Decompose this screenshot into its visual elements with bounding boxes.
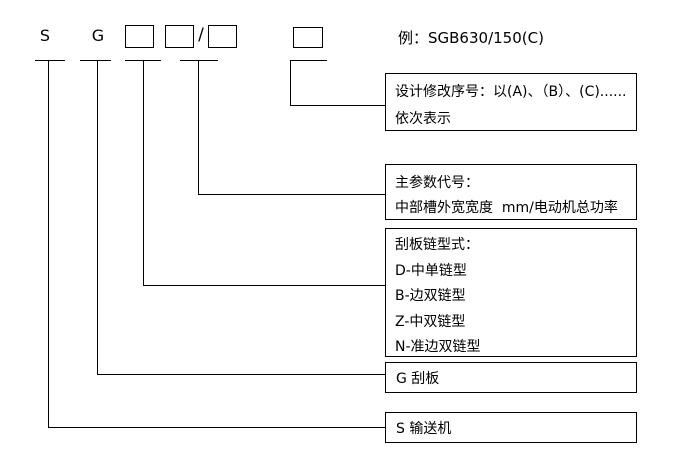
callout-main-parameter: 主参数代号： 中部槽外宽宽度 mm/电动机总功率 [385,164,637,220]
callout-conveyor-line: S 输送机 [396,420,452,437]
connector-horizontal-revision [290,105,385,106]
connector-vertical-conveyor [48,60,49,427]
callout-conveyor: S 输送机 [385,412,637,443]
connector-vertical-scraper [97,60,98,374]
callout-chain-type-line: N-准边双链型 [395,339,481,355]
code-box-power [208,25,237,48]
connector-horizontal-chain [143,285,385,286]
tbar-g [80,60,111,61]
code-letter-s: S [39,26,51,45]
connector-vertical-parameter [198,60,199,195]
example-label: 例：SGB630/150(C) [398,29,544,47]
callout-design-revision-line: 设计修改序号：以(A)、（B）、(C)...... [395,84,627,100]
connector-horizontal-conveyor [48,427,385,428]
connector-horizontal-scraper [97,374,385,375]
callout-scraper: G 刮板 [385,362,637,393]
callout-main-parameter-line: 主参数代号： [395,175,479,191]
connector-vertical-chain [143,60,144,285]
code-box-revision [293,27,323,48]
callout-chain-type-line: B-边双链型 [395,288,466,304]
callout-chain-type-line: Z-中双链型 [395,313,466,330]
connector-horizontal-parameter [198,194,385,195]
callout-design-revision: 设计修改序号：以(A)、（B）、(C)...... 依次表示 [385,73,637,131]
callout-chain-type-line: D-中单链型 [395,262,467,279]
code-letter-g: G [91,26,105,45]
tbar-revision [290,60,327,61]
callout-chain-type: 刮板链型式： D-中单链型 B-边双链型 Z-中双链型 N-准边双链型 [385,228,637,357]
callout-chain-type-line: 刮板链型式： [395,237,479,253]
callout-scraper-line: G 刮板 [396,370,440,387]
code-box-chain-type [125,25,154,48]
code-slash: / [198,25,204,45]
tbar-s [35,60,65,61]
connector-vertical-revision [290,60,291,105]
tbar-parameter [180,60,218,61]
callout-main-parameter-line: 中部槽外宽宽度 mm/电动机总功率 [395,200,618,216]
code-box-width [165,25,194,48]
callout-design-revision-line: 依次表示 [395,111,451,127]
